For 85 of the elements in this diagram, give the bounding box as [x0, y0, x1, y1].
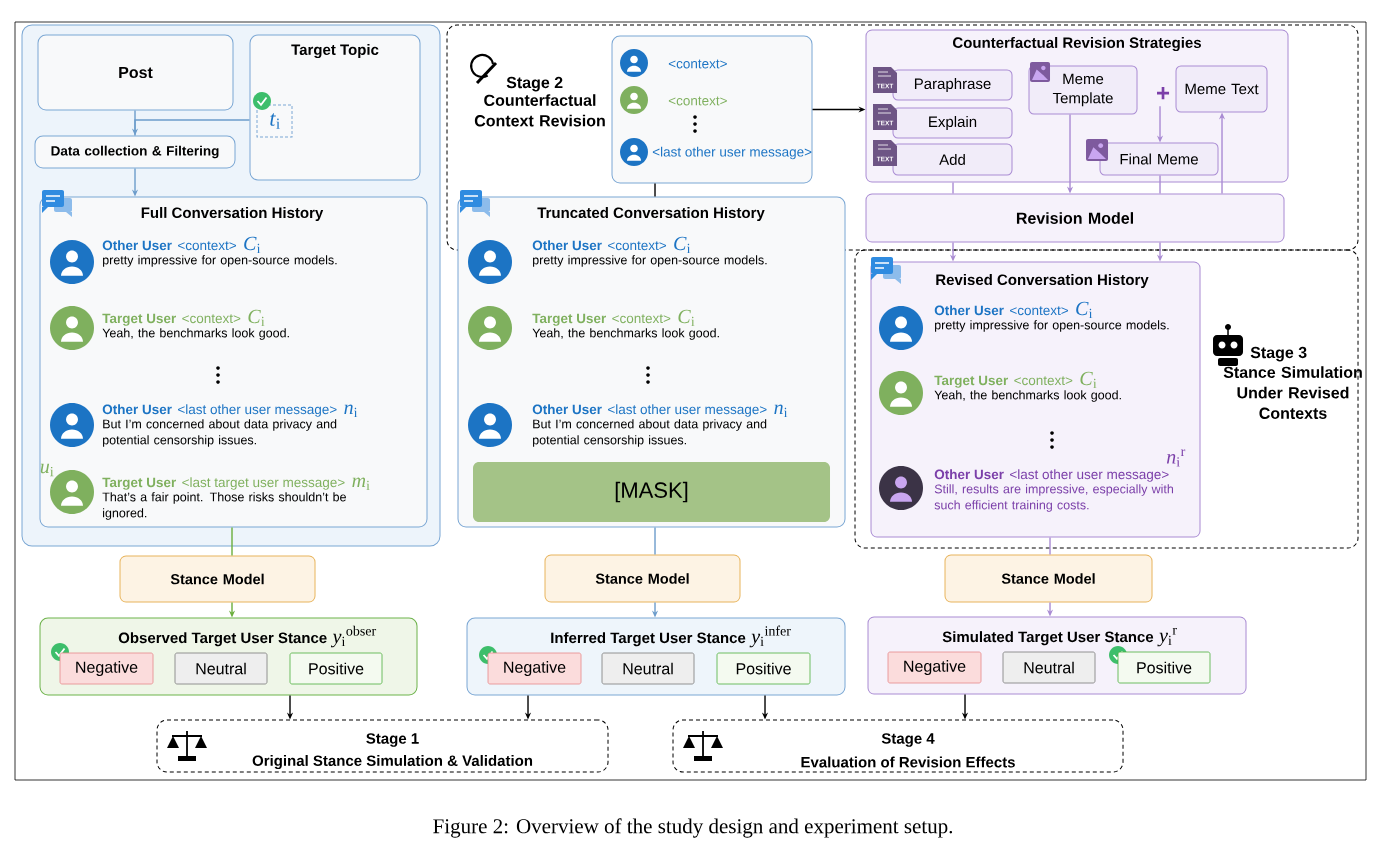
stance-option: Positive	[289, 652, 383, 685]
model-box: Stance Model	[544, 554, 741, 603]
stage-label: Stage 2	[506, 76, 563, 92]
message-tag: <context>	[608, 241, 666, 251]
user-name: Target User	[934, 375, 1008, 388]
variable-symbol: C$_{i}$	[678, 309, 695, 327]
user-name: Other User	[934, 469, 1004, 480]
user-name: Other User	[102, 404, 172, 415]
mask-overlay: [MASK]	[473, 462, 830, 522]
variable-symbol: C$_{i}$	[674, 236, 691, 254]
stance-option: Positive	[1117, 651, 1211, 684]
stance-option: Negative	[887, 651, 982, 684]
model-box: Stance Model	[944, 554, 1153, 603]
message-tag: <context>	[178, 241, 236, 251]
connector-line	[654, 182, 656, 198]
variable-symbol: C$_{i}$	[1076, 301, 1093, 319]
message-tag: <context>	[668, 96, 727, 106]
stance-option: Negative	[59, 652, 154, 685]
stance-option: Neutral	[1002, 651, 1096, 684]
connector-line	[654, 526, 656, 556]
variable-symbol: n$_{i}$	[774, 404, 788, 418]
stage-label: Stage 3	[1250, 346, 1307, 362]
variable-symbol: C$_{i}$	[1080, 371, 1097, 389]
connector-line	[231, 526, 233, 557]
connector-line	[1159, 174, 1161, 195]
strategy-box: Final Meme	[1099, 142, 1219, 176]
variable-symbol: m$_{i}$	[352, 477, 370, 491]
variable-symbol: C$_{i}$	[248, 309, 265, 327]
strategy-box: Meme Template	[1028, 65, 1138, 115]
strategy-box: Explain	[892, 107, 1013, 139]
user-name: Other User	[934, 305, 1004, 316]
strategy-box: Paraphrase	[892, 69, 1013, 101]
connector-line	[134, 109, 136, 137]
variable-symbol: t$_{i}$	[270, 113, 280, 129]
message-text: pretty impressive for open-source models.	[935, 320, 1169, 332]
caption: Figure 2: Overview of the study design and experiment setup.	[433, 818, 953, 838]
variable-symbol: n$_{i}$r	[1166, 449, 1186, 467]
message-text: pretty impressive for open-source models.	[103, 255, 337, 267]
variable-symbol: y$_{i}$obser	[330, 625, 377, 648]
message-tag: <last other user message>	[178, 404, 337, 417]
message-text: Still, results are impressive, especially with such efficient training costs.	[934, 484, 1173, 512]
message-text: pretty impressive for open-source models.	[533, 255, 767, 267]
user-name: Target User	[102, 477, 176, 490]
stage-box: Stage 4 Evaluation of Revision Effects	[672, 719, 1124, 773]
strategy-box: Meme Text	[1175, 65, 1268, 113]
message-tag: <last target user message>	[182, 477, 345, 490]
variable-symbol: n$_{i}$	[344, 404, 358, 418]
stance-option: Negative	[487, 652, 582, 685]
message-tag: <context>	[668, 59, 727, 69]
message-tag: <context>	[182, 314, 241, 324]
plus-sign: +	[1157, 86, 1170, 100]
stance-option: Neutral	[174, 652, 268, 685]
variable-symbol: C$_{i}$	[244, 236, 261, 254]
message-text: That’s a fair point. Those risks shouldn’t be ignored.	[102, 492, 346, 520]
stage-label: Stance Simulation Under Revised Contexts	[1223, 366, 1362, 419]
source-box: Post	[37, 34, 234, 111]
message-tag: <context>	[1014, 376, 1073, 386]
message-text: Yeah, the benchmarks look good.	[934, 390, 1121, 402]
stance-option: Positive	[716, 652, 811, 685]
stance-option: Neutral	[601, 652, 695, 685]
user-name: Target User	[102, 313, 176, 326]
message-text: But I’m concerned about data privacy and potential censorship issues.	[533, 419, 767, 447]
message-text: Yeah, the benchmarks look good.	[532, 328, 719, 340]
message-tag: <last other user message>	[652, 146, 812, 160]
variable-symbol: y$_{i}$infer	[749, 625, 791, 648]
process-box: Data collection & Filtering	[34, 135, 236, 169]
message-text: Yeah, the benchmarks look good.	[102, 328, 289, 340]
variable-symbol: y$_{i}$r	[1157, 627, 1177, 647]
model-box: Revision Model	[865, 193, 1285, 243]
user-name: Other User	[532, 404, 602, 415]
connector-line	[952, 181, 954, 195]
message-text: But I’m concerned about data privacy and potential censorship issues.	[103, 419, 337, 447]
variable-symbol: u$_{i}$	[40, 463, 54, 477]
message-tag: <last other user message>	[1010, 469, 1169, 482]
model-box: Stance Model	[119, 555, 316, 603]
message-tag: <context>	[612, 314, 671, 324]
connector-line	[1049, 536, 1051, 556]
strategy-box: Add	[892, 143, 1013, 176]
message-tag: <context>	[1010, 306, 1068, 316]
stage-label: Counterfactual Context Revision	[474, 94, 605, 127]
message-tag: <last other user message>	[608, 404, 767, 417]
user-name: Other User	[532, 240, 602, 251]
user-name: Target User	[532, 313, 606, 326]
user-name: Other User	[102, 240, 172, 251]
stage-box: Stage 1 Original Stance Simulation & Validation	[156, 719, 609, 773]
